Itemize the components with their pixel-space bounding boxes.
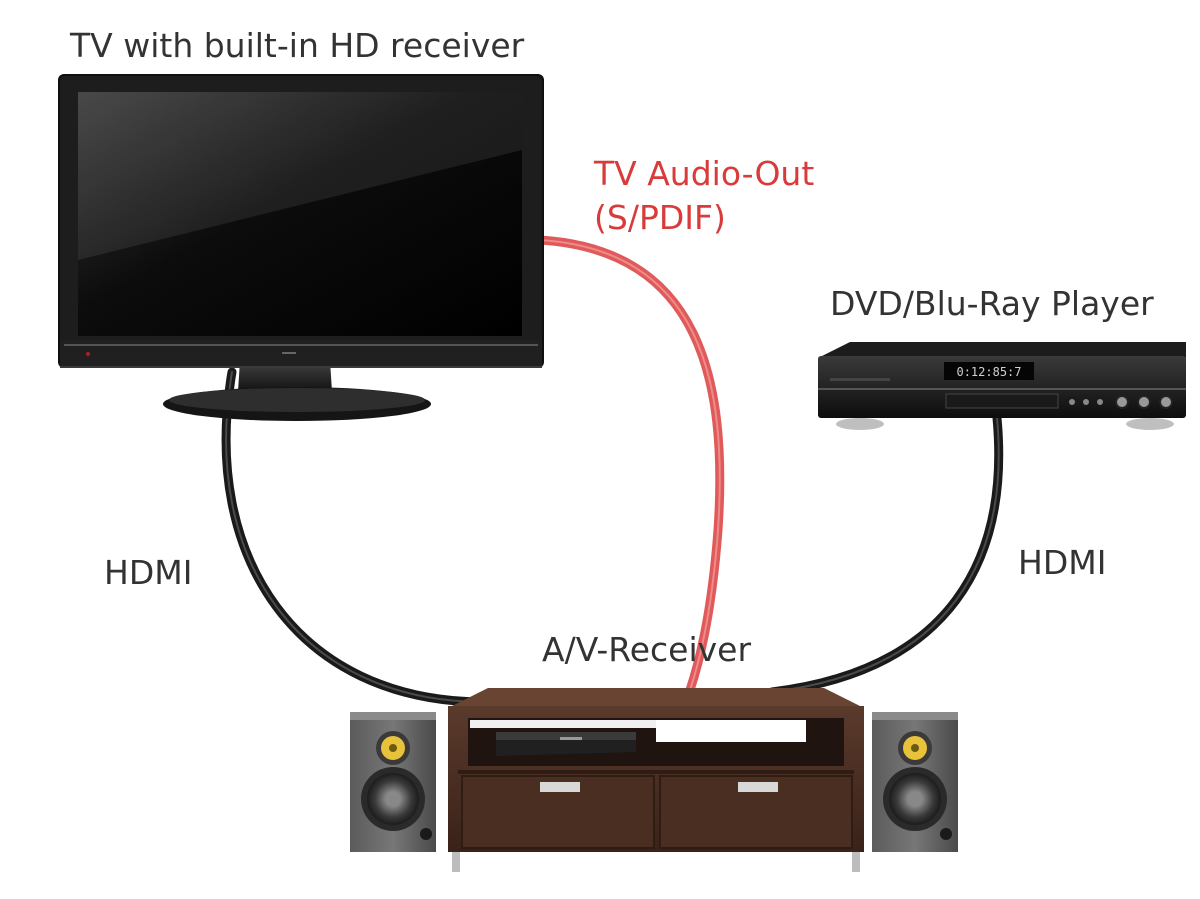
audio-out-label-line2: (S/PDIF): [594, 198, 726, 237]
dvd-player-label: DVD/Blu-Ray Player: [830, 284, 1154, 323]
av-receiver-cabinet-icon: [448, 688, 864, 872]
speaker-icon: [350, 712, 436, 852]
tv-label: TV with built-in HD receiver: [70, 26, 525, 65]
av-receiver-label: A/V-Receiver: [542, 630, 752, 669]
tv-icon: [58, 74, 544, 421]
speaker-icon: [872, 712, 958, 852]
player-display-readout: 0:12:85:7: [956, 365, 1021, 379]
hdmi-right-label: HDMI: [1018, 543, 1107, 582]
hdmi-cable-right: [767, 413, 1004, 697]
audio-cable: [535, 235, 725, 695]
dvd-player-icon: 0:12:85:7: [818, 342, 1186, 430]
hdmi-cable-left: [221, 367, 485, 707]
hdmi-left-label: HDMI: [104, 553, 193, 592]
audio-out-label-line1: TV Audio-Out: [594, 154, 815, 193]
